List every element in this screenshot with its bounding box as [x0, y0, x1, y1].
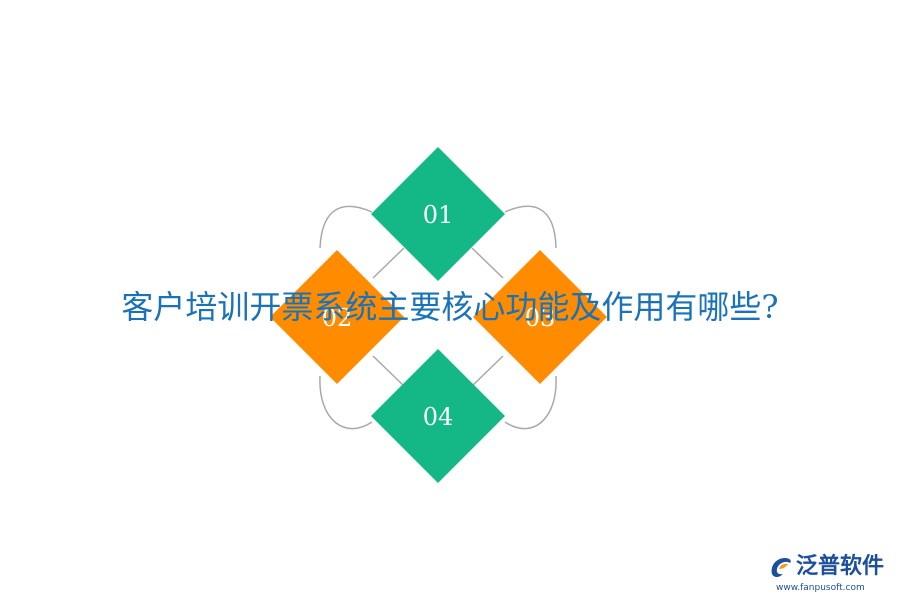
connector-line-bottom-left [372, 355, 405, 387]
connector-arc-bottom-right [504, 375, 557, 430]
brand-name: 泛普软件 [796, 554, 885, 579]
connector-line-top-right [471, 247, 504, 279]
brand-logo: 泛普软件 www.fanpusoft.com [768, 552, 894, 596]
diamond-label-01: 01 [423, 201, 454, 229]
diamond-shape [473, 250, 607, 384]
diamond-label-02: 02 [322, 304, 353, 332]
diamond-label-04: 04 [423, 403, 454, 431]
connector-line-bottom-right [471, 355, 504, 387]
diamond-shape [371, 147, 505, 281]
connector-arc-top-left [319, 205, 373, 249]
page-title: 客户培训开票系统主要核心功能及作用有哪些? [121, 288, 779, 326]
diamond-shape [371, 349, 505, 483]
connector-arc-bottom-left [319, 375, 373, 430]
connector-line-top-left [372, 247, 405, 279]
diamond-shape [270, 250, 404, 384]
diamond-label-03: 03 [525, 304, 556, 332]
diamond-node-04: 04 [371, 349, 505, 483]
fanpu-logo-icon [771, 558, 791, 577]
diamond-node-03: 03 [473, 250, 607, 384]
brand-url: www.fanpusoft.com [776, 583, 865, 593]
diamond-node-01: 01 [371, 147, 505, 281]
connector-arc-top-right [504, 205, 557, 249]
diamond-node-02: 02 [270, 250, 404, 384]
